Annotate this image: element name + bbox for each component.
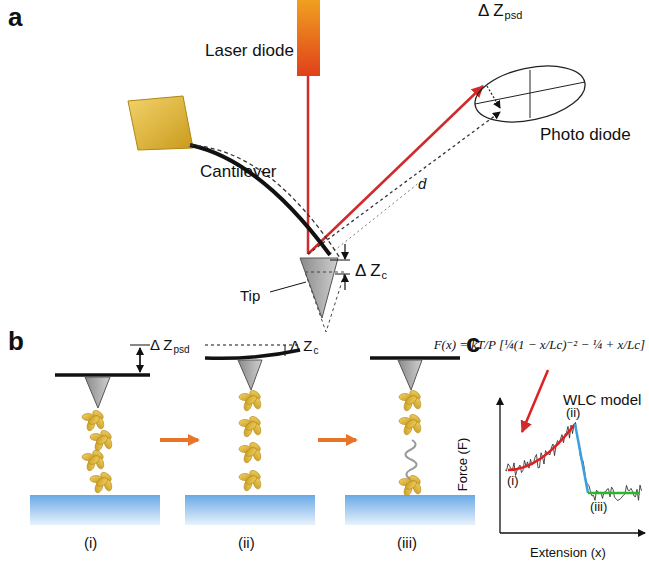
- unfolded-domain: [405, 440, 416, 480]
- panel-label: b: [8, 328, 24, 354]
- axis-label: Force (F): [456, 438, 469, 491]
- wlc-fit: [508, 424, 575, 470]
- subscript: psd: [505, 10, 523, 21]
- cantilever-beam: [205, 350, 300, 358]
- tip: [300, 258, 338, 318]
- y-axis: [499, 398, 500, 533]
- dz-arrow: [344, 244, 345, 259]
- tip: [238, 360, 262, 390]
- subscript: c: [314, 346, 319, 356]
- photo-diode: [470, 57, 590, 131]
- photo-diode-divider: [530, 70, 531, 118]
- laser-diode: [297, 0, 320, 76]
- dz-arrow: [344, 275, 345, 290]
- dimension-label: Δ Z: [478, 2, 504, 19]
- baseline: [588, 492, 640, 495]
- deflection-arrow: [487, 86, 500, 108]
- distance-line: [330, 178, 425, 254]
- tip: [85, 377, 110, 408]
- step-arrow: [160, 438, 198, 442]
- point-label: (ii): [566, 406, 580, 419]
- tip: [398, 360, 422, 390]
- cantilever-rest: [190, 145, 340, 258]
- subscript: c: [382, 270, 388, 281]
- x-axis: [500, 532, 645, 533]
- protein-domains: [82, 389, 422, 497]
- dimension-label: Δ Z: [150, 337, 173, 352]
- substrate: [345, 495, 475, 525]
- dimension-label: Δ Z: [355, 262, 381, 279]
- tip-rest: [305, 272, 345, 332]
- step-label: (i): [84, 535, 97, 550]
- wlc-formula: F(x) = kT/P [¼(1 − x/Lc)⁻² − ¼ + x/Lc]: [434, 338, 645, 351]
- step-arrow: [318, 438, 356, 442]
- dimension-label: d: [418, 176, 426, 191]
- cantilever-beam: [190, 145, 330, 255]
- cantilever-chip: [128, 96, 193, 150]
- panel-label: a: [8, 4, 22, 30]
- step-label: (ii): [238, 535, 255, 550]
- substrate: [185, 495, 315, 525]
- tip-leader: [270, 282, 306, 292]
- step-label: (iii): [397, 535, 417, 550]
- substrate: [30, 495, 160, 525]
- part-label: Tip: [240, 288, 260, 303]
- cantilever-beam: [370, 356, 460, 360]
- part-label: Photo diode: [540, 126, 631, 143]
- deflected-beam: [308, 112, 500, 254]
- dimension-label: Δ Z: [290, 338, 313, 353]
- curve-label: WLC model: [563, 392, 641, 407]
- subscript: psd: [174, 345, 190, 355]
- axis-label: Extension (x): [530, 546, 606, 559]
- fit-arrow: [522, 370, 548, 432]
- rupture-line: [575, 424, 588, 493]
- point-label: (iii): [590, 500, 607, 513]
- dz-arrow: [139, 348, 140, 372]
- part-label: Cantilever: [200, 163, 277, 180]
- part-label: Laser diode: [205, 42, 294, 59]
- point-label: (i): [507, 474, 519, 487]
- reflected-beam: [308, 86, 483, 254]
- force-trace: [505, 422, 642, 500]
- cantilever-beam: [55, 373, 150, 377]
